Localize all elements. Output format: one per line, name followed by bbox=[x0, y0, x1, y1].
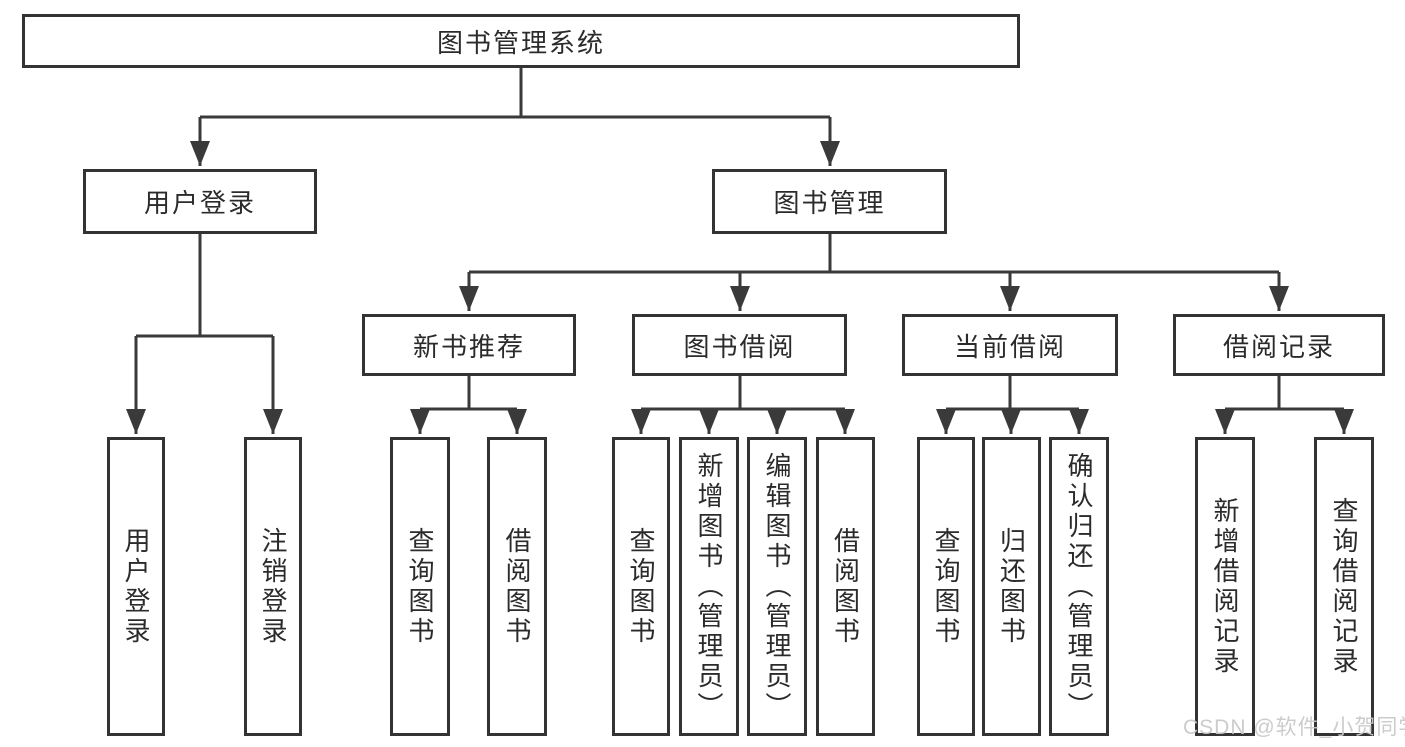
leaf-label: 新增图书（管理员） bbox=[694, 451, 724, 722]
leaf-borrow-books-recommend: 借阅图书 bbox=[487, 437, 547, 736]
leaf-add-book-admin: 新增图书（管理员） bbox=[679, 437, 739, 736]
leaf-edit-book-admin: 编辑图书（管理员） bbox=[747, 437, 807, 736]
connector-backbone bbox=[136, 68, 1344, 411]
leaf-confirm-return-admin: 确认归还（管理员） bbox=[1049, 437, 1109, 736]
node-book-management: 图书管理 bbox=[712, 169, 947, 234]
leaf-query-books-recommend: 查询图书 bbox=[390, 437, 450, 736]
node-borrow-records: 借阅记录 bbox=[1173, 314, 1385, 376]
node-library-system: 图书管理系统 bbox=[22, 14, 1020, 68]
csdn-watermark: CSDN @软件_小贺同学 bbox=[1183, 716, 1405, 739]
leaf-user-login: 用户登录 bbox=[107, 437, 165, 736]
leaf-add-borrow-record: 新增借阅记录 bbox=[1195, 437, 1255, 736]
connector-arrows bbox=[136, 117, 1344, 434]
leaf-label: 查询借阅记录 bbox=[1329, 496, 1359, 677]
leaf-label: 注销登录 bbox=[258, 526, 288, 647]
node-current-borrow: 当前借阅 bbox=[902, 314, 1118, 376]
leaf-label: 借阅图书 bbox=[502, 526, 532, 647]
leaf-label: 编辑图书（管理员） bbox=[762, 451, 792, 722]
leaf-label: 查询图书 bbox=[405, 526, 435, 647]
leaf-borrow-books: 借阅图书 bbox=[816, 437, 875, 736]
leaf-label: 查询图书 bbox=[931, 526, 961, 647]
node-user-login: 用户登录 bbox=[83, 169, 317, 234]
leaf-label: 归还图书 bbox=[996, 526, 1027, 647]
node-new-book-recommend: 新书推荐 bbox=[362, 314, 576, 376]
leaf-label: 确认归还（管理员） bbox=[1064, 451, 1094, 722]
leaf-query-books-borrow: 查询图书 bbox=[612, 437, 670, 736]
leaf-logout: 注销登录 bbox=[244, 437, 302, 736]
leaf-label: 用户登录 bbox=[121, 526, 151, 647]
leaf-label: 查询图书 bbox=[626, 526, 656, 647]
leaf-label: 新增借阅记录 bbox=[1210, 496, 1240, 677]
leaf-query-books-current: 查询图书 bbox=[917, 437, 975, 736]
leaf-query-borrow-record: 查询借阅记录 bbox=[1314, 437, 1374, 736]
node-book-borrow: 图书借阅 bbox=[632, 314, 847, 376]
leaf-label: 借阅图书 bbox=[830, 526, 861, 647]
leaf-return-book: 归还图书 bbox=[982, 437, 1041, 736]
